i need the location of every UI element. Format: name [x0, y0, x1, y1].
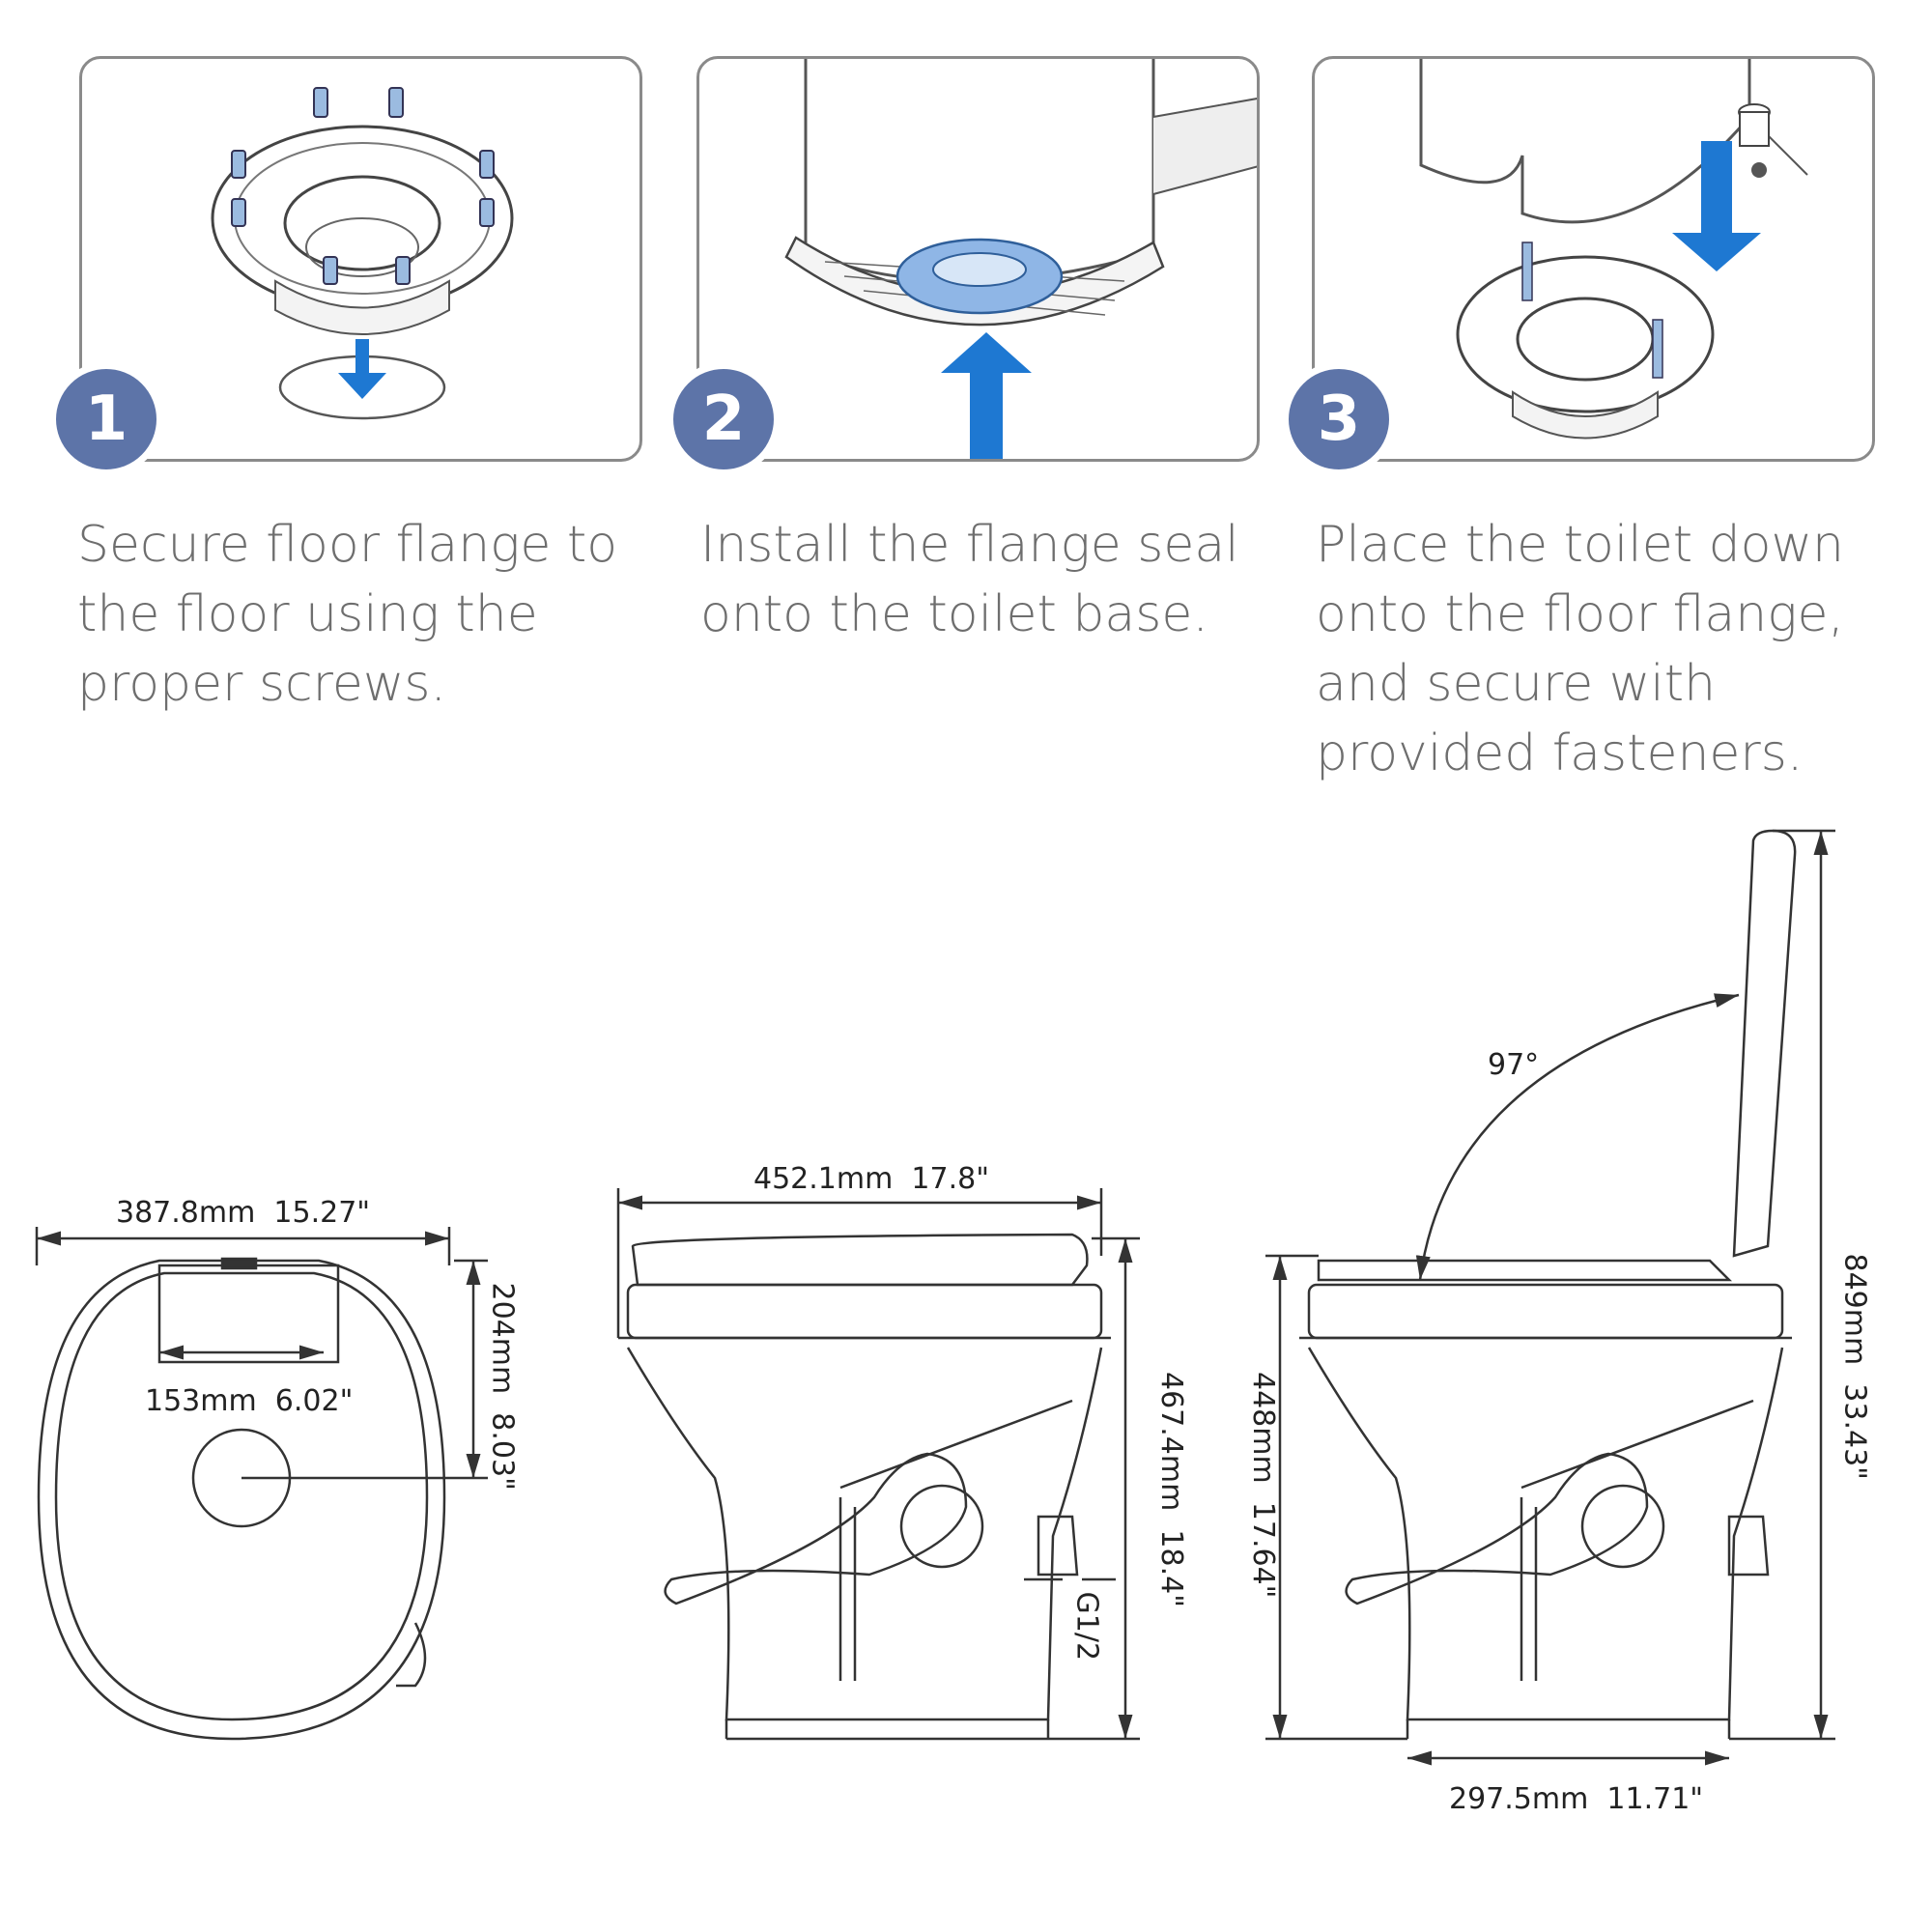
open-total-height-label: 849mm 33.43" [1837, 1253, 1872, 1480]
side-height-label: 467.4mm 18.4" [1154, 1372, 1188, 1607]
top-depth-label: 204mm 8.03" [485, 1282, 520, 1491]
seat-open-angle-label: 97° [1488, 1048, 1540, 1082]
top-outlet-width-label: 153mm 6.02" [145, 1384, 354, 1418]
floor-flange-illustration [211, 87, 514, 420]
open-seat-height-label: 448mm 17.64" [1246, 1372, 1280, 1599]
top-view [35, 1227, 488, 1741]
flange-seal-illustration [784, 59, 1257, 459]
step-2-badge: 2 [667, 362, 781, 476]
side-length-label: 452.1mm 17.8" [753, 1162, 989, 1196]
step-1-text: Secure floor flange to the floor using t… [77, 516, 618, 713]
toilet-placement-illustration [1419, 59, 1808, 440]
step-3-badge: 3 [1282, 362, 1396, 476]
open-base-width-label: 297.5mm 11.71" [1449, 1782, 1704, 1816]
step-2-text: Install the flange seal onto the toilet … [700, 516, 1239, 643]
side-view-closed [616, 1188, 1140, 1741]
thread-size-label: G1/2 [1069, 1591, 1104, 1662]
top-width-label: 387.8mm 15.27" [116, 1196, 371, 1230]
step-1-badge: 1 [49, 362, 163, 476]
side-view-open [1265, 829, 1835, 1766]
step-3-panel [1312, 56, 1875, 462]
step-2-panel [696, 56, 1260, 462]
step-3-text: Place the toilet down onto the floor fla… [1316, 516, 1844, 782]
step-1-panel [79, 56, 642, 462]
